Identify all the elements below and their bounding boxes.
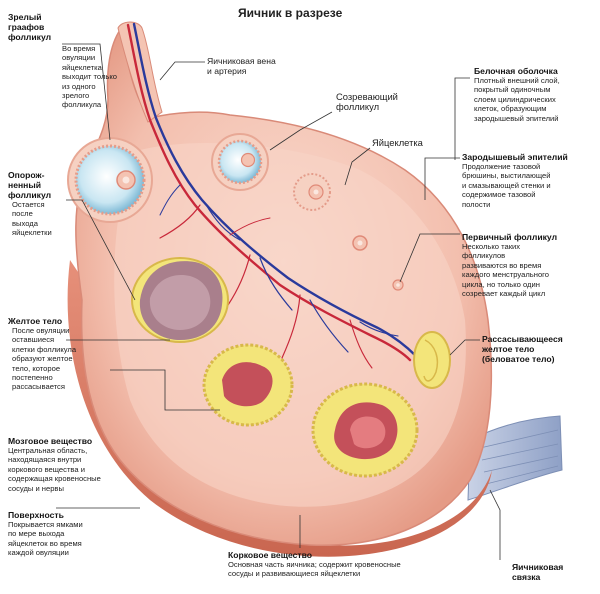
empty-follicle: [131, 257, 229, 343]
empty-follicle-desc: Остается после выхода яйцеклетки: [12, 200, 52, 238]
mature-follicle: [67, 137, 153, 223]
ligament-fibers: [479, 429, 559, 485]
small-follicle: [352, 235, 368, 251]
vein: [132, 22, 418, 358]
maturing-follicle-label: Созревающий фолликул: [336, 91, 398, 112]
callout-mature-follicle: Зрелый граафов фолликул: [8, 12, 98, 42]
ovary-lower-surface: [67, 260, 493, 557]
surface-desc: Покрывается ямками по мере выхода яйцекл…: [8, 520, 83, 558]
callout-primary-follicle: Первичный фолликул Несколько таких фолли…: [462, 232, 598, 298]
corpus-albicans-large: [311, 382, 419, 478]
mature-follicle-heading: Зрелый граафов фолликул: [8, 12, 52, 42]
callout-surface: Поверхность Покрывается ямками по мере в…: [8, 510, 128, 558]
cortex-desc: Основная часть яичника; содержит кровено…: [228, 560, 401, 579]
primary-desc: Несколько таких фолликулов развиваются в…: [462, 242, 549, 299]
corpus-luteum-heading: Желтое тело: [8, 316, 63, 326]
albuginea-heading: Белочная оболочка: [474, 66, 558, 76]
medulla-desc: Центральная область, находящаяся внутри …: [8, 446, 101, 493]
corpus-albicans-small: [413, 331, 451, 389]
ligament-heading: Яичниковая связка: [512, 562, 564, 582]
corpus-luteum: [202, 343, 294, 427]
diagram-title: Яичник в разрезе: [238, 6, 343, 20]
leader-lines: [56, 43, 501, 560]
germinal-desc: Продолжение тазовой брюшины, выстилающей…: [462, 162, 551, 209]
callout-corpus-luteum: Желтое тело После овуляции оставшиеся кл…: [8, 316, 108, 392]
germinal-heading: Зародышевый эпителий: [462, 152, 568, 162]
primary-heading: Первичный фолликул: [462, 232, 558, 242]
albicans-heading: Рассасывающееся желтое тело (беловатое т…: [482, 334, 563, 364]
primary-follicle: [392, 279, 404, 291]
callout-cortex: Корковое вещество Основная часть яичника…: [228, 550, 488, 579]
callout-medulla: Мозговое вещество Центральная область, н…: [8, 436, 148, 493]
callout-empty-follicle: Опорож- ненный фолликул Остается после в…: [8, 170, 78, 238]
callout-ovarian-ligament: Яичниковая связка: [512, 562, 592, 582]
vein-artery-label: Яичниковая вена и артерия: [207, 56, 276, 76]
blood-vessels: [126, 22, 418, 369]
corpus-luteum-desc: После овуляции оставшиеся клетки фоллику…: [12, 326, 77, 392]
mature-follicle-desc: Во время овуляции яйцеклетка выходит тол…: [62, 44, 117, 110]
callout-corpus-albicans: Рассасывающееся желтое тело (беловатое т…: [482, 334, 598, 364]
cortex-heading: Корковое вещество: [228, 550, 313, 560]
secondary-follicle: [293, 173, 331, 211]
callout-mature-follicle-desc: Во время овуляции яйцеклетка выходит тол…: [62, 44, 152, 110]
empty-follicle-heading: Опорож- ненный фолликул: [8, 170, 52, 200]
egg-label: Яйцеклетка: [372, 137, 423, 148]
medulla-heading: Мозговое вещество: [8, 436, 93, 446]
ovarian-ligament: [467, 415, 563, 501]
surface-heading: Поверхность: [8, 510, 64, 520]
albuginea-desc: Плотный внешний слой, покрытый одиночным…: [474, 76, 560, 123]
maturing-follicle: [211, 133, 269, 191]
artery: [126, 23, 412, 362]
callout-germinal-epithelium: Зародышевый эпителий Продолжение тазовой…: [462, 152, 598, 209]
callout-albuginea: Белочная оболочка Плотный внешний слой, …: [474, 66, 598, 123]
